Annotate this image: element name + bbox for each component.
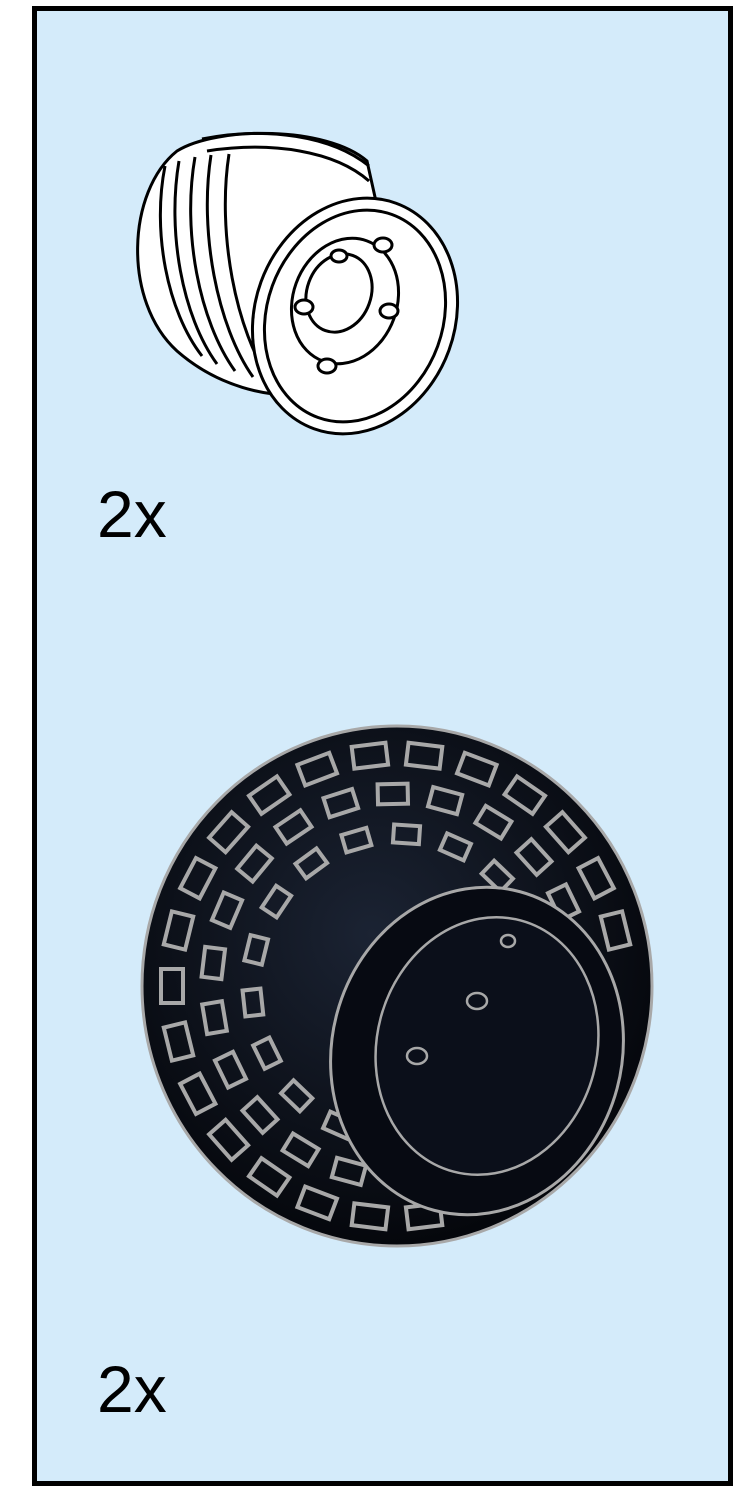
wheel-rim-illustration <box>107 121 467 451</box>
tire-quantity: 2x <box>97 1356 167 1422</box>
wheel-rim-quantity: 2x <box>97 481 167 547</box>
parts-list-panel: 2x 2x <box>32 6 733 1486</box>
tire-illustration <box>132 701 692 1271</box>
